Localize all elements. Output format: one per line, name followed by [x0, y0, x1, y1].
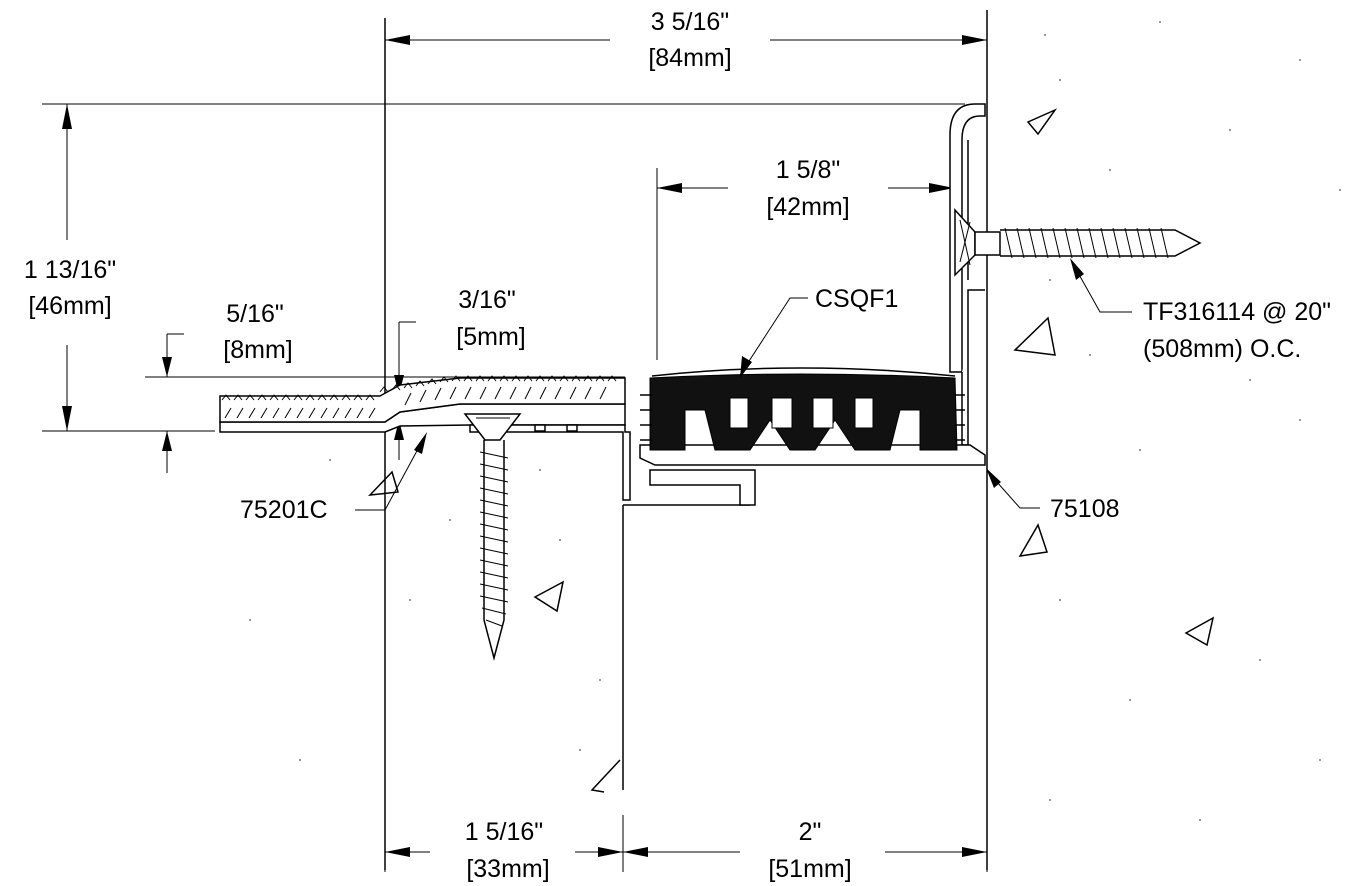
gland-side-ribs [640, 394, 965, 441]
callout-anchor-line2: (508mm) O.C. [1143, 335, 1301, 363]
gland-width-metric: [42mm] [766, 193, 849, 221]
cover-offset-imperial: 3/16" [458, 286, 516, 314]
cover-plate-assembly [219, 375, 631, 501]
overall-width-metric: [84mm] [648, 44, 731, 72]
callout-anchor-line1: TF316114 @ 20" [1143, 298, 1331, 326]
foam-seal-gland [640, 367, 965, 451]
callout-wall-frame-label: 75108 [1050, 495, 1120, 523]
overall-height-imperial: 1 13/16" [24, 256, 116, 284]
substrate-outline [384, 10, 988, 870]
concrete-texture [249, 21, 1341, 821]
dim-cover-thickness: 5/16" [8mm] [145, 300, 625, 473]
dim-cover-offset: 3/16" [5mm] [394, 286, 526, 460]
gland-width-imperial: 1 5/8" [776, 156, 840, 184]
callout-wall-frame: 75108 [986, 468, 1120, 523]
callout-anchor: TF316114 @ 20" (508mm) O.C. [1070, 258, 1331, 363]
dim-overall-width: 3 5/16" [84mm] [385, 8, 987, 72]
left-span-imperial: 1 5/16" [465, 818, 543, 846]
callout-cover-plate: 75201C [240, 432, 427, 524]
wall-anchor-screw [954, 208, 1202, 277]
dim-bottom-spans: 1 5/16" [33mm] 2" [51mm] [384, 815, 988, 883]
overall-width-imperial: 3 5/16" [651, 8, 729, 36]
screw-threads [479, 451, 509, 627]
cover-plate-screw [463, 413, 522, 661]
right-span-metric: [51mm] [768, 855, 851, 883]
cover-thickness-metric: [8mm] [223, 336, 292, 364]
overall-height-metric: [46mm] [28, 292, 111, 320]
anchor-threads [1004, 227, 1169, 259]
left-span-metric: [33mm] [466, 855, 549, 883]
dim-gland-width: 1 5/8" [42mm] [656, 156, 954, 360]
callout-cover-plate-label: 75201C [240, 496, 328, 524]
dim-overall-height: 1 13/16" [46mm] [24, 103, 965, 432]
right-span-imperial: 2" [799, 818, 822, 846]
cover-thickness-imperial: 5/16" [226, 300, 284, 328]
concrete-aggregate-marks [368, 108, 1215, 793]
carpet-tufts [221, 375, 617, 419]
callout-gland: CSQF1 [739, 285, 898, 378]
cover-offset-metric: [5mm] [456, 323, 525, 351]
callout-gland-label: CSQF1 [815, 285, 898, 313]
